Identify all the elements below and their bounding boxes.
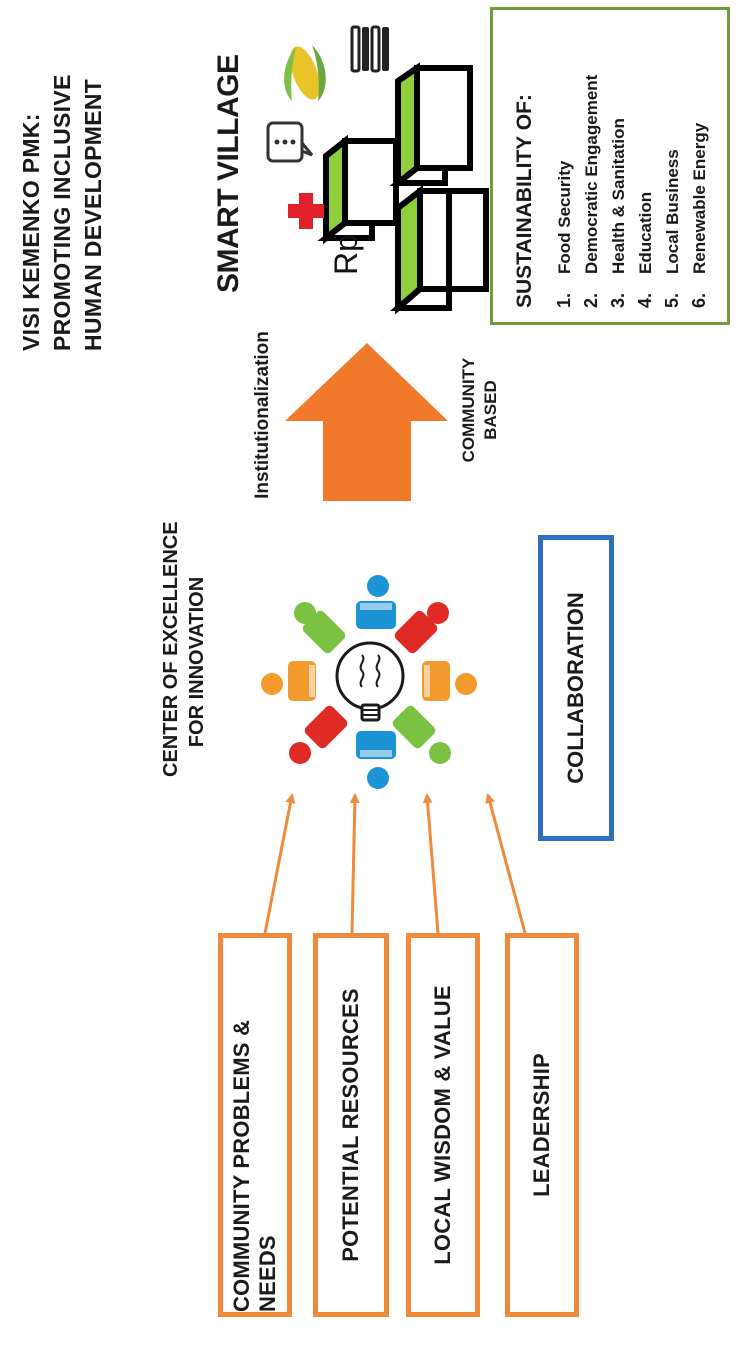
sustainability-item-4: 4. Education — [632, 8, 659, 308]
person-blue-top-icon — [356, 575, 396, 629]
chat-bubble-icon — [266, 121, 314, 163]
medical-cross-icon — [288, 193, 324, 229]
connector-arrow-2 — [349, 793, 360, 934]
community-based-line2: BASED — [481, 380, 500, 440]
center-title-line1: CENTER OF EXCELLENCE — [160, 521, 182, 777]
smart-village-title: SMART VILLAGE — [212, 54, 245, 294]
collaboration-label: COLLABORATION — [563, 592, 588, 784]
connector-arrow-4 — [485, 793, 527, 934]
input-box-potential-resources: POTENTIAL RESOURCES — [313, 933, 389, 1317]
person-red-upper-right-icon — [394, 602, 449, 654]
smart-village-illustration — [266, 25, 489, 315]
sustainability-item-6: 6. Renewable Energy — [686, 8, 713, 308]
corn-icon — [284, 45, 326, 101]
community-based-label: COMMUNITY BASED — [458, 335, 502, 485]
vision-statement: VISI KEMENKO PMK: PROMOTING INCLUSIVE HU… — [16, 1, 109, 351]
center-title: CENTER OF EXCELLENCE FOR INNOVATION — [158, 521, 210, 777]
input-label-leadership: LEADERSHIP — [529, 1053, 554, 1197]
person-green-lower-right-icon — [392, 705, 451, 764]
light-bulb-icon — [335, 641, 405, 722]
person-green-upper-left-icon — [294, 602, 346, 654]
currency-rp-label: Rp — [328, 234, 364, 275]
sustainability-num-2: 2. — [581, 292, 601, 308]
input-box-community-problems: COMMUNITY PROBLEMS & NEEDS — [218, 933, 292, 1317]
input-label-community-problems: COMMUNITY PROBLEMS & NEEDS — [229, 1019, 280, 1312]
sustainability-list: 1. Food Security 2. Democratic Engagemen… — [551, 8, 713, 308]
connector-arrow-1 — [263, 793, 296, 934]
sustainability-text-5: Local Business — [662, 149, 682, 274]
connector-arrow-3 — [422, 793, 440, 934]
sustainability-item-5: 5. Local Business — [659, 8, 686, 308]
sustainability-text-4: Education — [635, 191, 655, 274]
institutionalization-label: Institutionalization — [252, 331, 273, 499]
sustainability-box: SUSTAINABILITY OF: 1. Food Security 2. D… — [490, 7, 730, 325]
community-based-line1: COMMUNITY — [459, 357, 478, 463]
vision-line3: HUMAN DEVELOPMENT — [80, 78, 106, 351]
sustainability-item-2: 2. Democratic Engagement — [578, 8, 605, 308]
sustainability-text-3: Health & Sanitation — [608, 118, 628, 274]
sustainability-num-1: 1. — [554, 292, 574, 308]
person-red-lower-left-icon — [289, 705, 348, 764]
input-box-local-wisdom: LOCAL WISDOM & VALUE — [406, 933, 480, 1317]
people-circle-illustration — [261, 575, 477, 789]
sustainability-num-4: 4. — [635, 292, 655, 308]
vision-line2: PROMOTING INCLUSIVE — [49, 74, 75, 351]
input-box-leadership: LEADERSHIP — [505, 933, 579, 1317]
input-label-local-wisdom: LOCAL WISDOM & VALUE — [430, 985, 455, 1265]
input-label-potential-resources: POTENTIAL RESOURCES — [338, 988, 363, 1262]
sustainability-text-2: Democratic Engagement — [581, 74, 601, 274]
green-roof-house-icon-2 — [317, 134, 399, 245]
green-roof-house-icon — [389, 184, 489, 315]
sustainability-text-6: Renewable Energy — [689, 122, 709, 274]
books-icon — [350, 25, 389, 73]
green-roof-house-icon-3 — [389, 62, 473, 190]
institutionalization-arrow — [285, 343, 448, 501]
sustainability-num-6: 6. — [689, 292, 709, 308]
vision-line1: VISI KEMENKO PMK: — [18, 113, 44, 351]
sustainability-text-1: Food Security — [554, 160, 574, 274]
sustainability-num-5: 5. — [662, 292, 682, 308]
sustainability-num-3: 3. — [608, 292, 628, 308]
person-blue-bottom-icon — [356, 731, 396, 789]
sustainability-item-1: 1. Food Security — [551, 8, 578, 308]
center-title-line2: FOR INNOVATION — [186, 576, 208, 748]
sustainability-title: SUSTAINABILITY OF: — [513, 94, 536, 308]
collaboration-box: COLLABORATION — [538, 535, 614, 841]
person-orange-left-icon — [261, 661, 316, 701]
sustainability-item-3: 3. Health & Sanitation — [605, 8, 632, 308]
person-orange-right-icon — [422, 661, 477, 701]
